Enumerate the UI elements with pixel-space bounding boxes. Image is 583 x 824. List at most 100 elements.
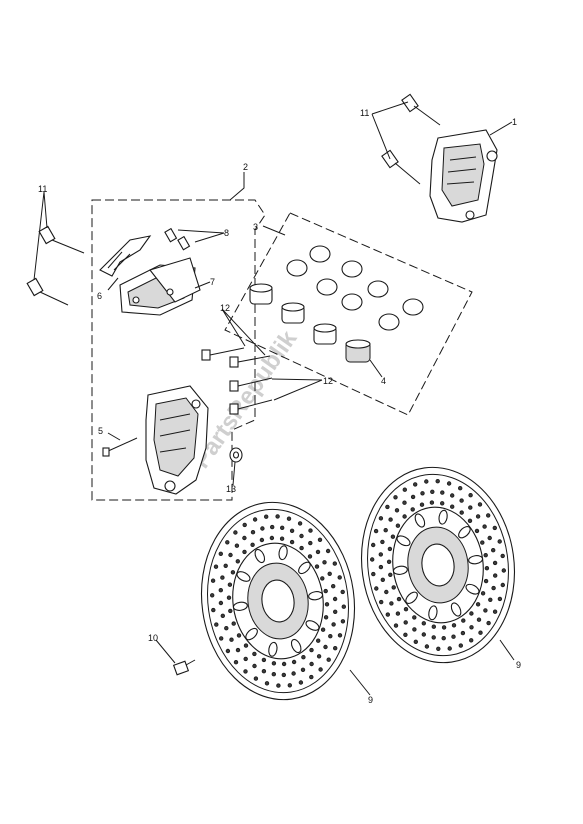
disc-hole [279,536,285,541]
disc-hole [218,600,224,606]
disc-slot [438,509,448,525]
disc-hole [403,607,409,612]
disc-hole [300,667,306,672]
disc-hole [446,481,452,486]
disc-hole [374,586,379,591]
disc-hole [213,564,219,569]
disc-hole [243,656,248,662]
disc-hole [271,661,277,666]
disc-hole [337,633,343,638]
disc-hole [337,575,342,580]
disc-hole [269,535,275,541]
disc-slot [405,591,418,605]
disc-hole [419,502,425,507]
disc-hole [373,528,379,534]
disc-hole [402,487,407,492]
callout-12-a: 12 [220,303,230,313]
disc-hole [316,638,321,643]
brake-disc-left [200,501,356,701]
disc-slot [290,638,302,654]
disc-slot [278,545,288,561]
disc-hole [491,548,496,553]
bolts-12 [201,347,273,415]
disc-hole [328,634,333,639]
disc-hole [308,528,313,533]
callout-9-left: 9 [368,695,373,705]
disc-slot [414,513,426,528]
disc-hole [316,654,322,659]
disc-hole [220,575,225,580]
disc-hole [394,508,400,513]
disc-hole [243,643,249,648]
pistons [249,283,371,363]
disc-hole [320,627,326,632]
callout-9-right: 9 [516,660,521,670]
disc-hole [476,617,482,622]
disc-hole [378,516,384,521]
disc-hole [322,560,327,565]
disc-hole [317,537,323,542]
brake-disc-right [360,466,516,664]
disc-hole [242,522,247,528]
disc-slot [468,555,484,565]
disc-hole [477,502,483,507]
disc-hole [252,651,257,657]
disc-hole [236,633,242,638]
disc-hole [225,648,231,654]
disc-hole [314,564,320,569]
disc-hole [391,585,396,590]
disc-hole [233,530,238,535]
disc-hole [291,671,296,676]
disc-hole [385,504,390,510]
disc-hole [327,571,332,576]
disc-hole [224,626,229,631]
caliper-assembly-top [429,129,498,223]
disc-hole [252,663,257,669]
disc-hole [333,609,338,614]
disc-hole [234,543,240,548]
disc-hole [281,661,287,667]
disc-hole [235,559,240,564]
callout-3: 3 [253,222,258,232]
disc-hole [227,582,233,587]
disc-hole [315,549,321,555]
disc-hole [451,634,456,639]
callout-12-b: 12 [323,376,333,386]
disc-hole [441,625,447,630]
disc-hole [403,632,408,637]
disc-hole [341,604,346,609]
leader-lines [33,101,515,696]
disc-hole [242,549,247,555]
disc-slot [450,602,462,617]
disc-hole [492,609,498,614]
callout-8: 8 [224,228,229,238]
disc-hole [325,548,331,554]
disc-hole [298,680,304,685]
disc-hole [440,501,445,506]
disc-hole [378,564,384,570]
disc-hole [420,491,425,496]
callout-6: 6 [97,291,102,301]
disc-hole [393,623,399,628]
disc-hole [332,596,338,602]
disc-hole [436,646,441,651]
disc-hole [220,613,225,618]
bleed-nipples [164,227,191,251]
callout-1: 1 [512,117,517,127]
disc-hole [413,482,418,487]
disc-hole [450,504,455,509]
disc-hole [492,560,498,566]
disc-hole [424,479,429,484]
disc-hole [318,667,323,672]
disc-hole [309,674,314,680]
disc-slot [298,561,311,575]
disc-slot [305,620,320,631]
disc-hole [299,533,304,539]
disc-hole [483,553,488,558]
disc-hole [468,493,473,498]
disc-hole [393,495,398,500]
disc-hole [379,599,384,605]
disc-hole [435,479,440,484]
disc-hole [380,577,385,582]
